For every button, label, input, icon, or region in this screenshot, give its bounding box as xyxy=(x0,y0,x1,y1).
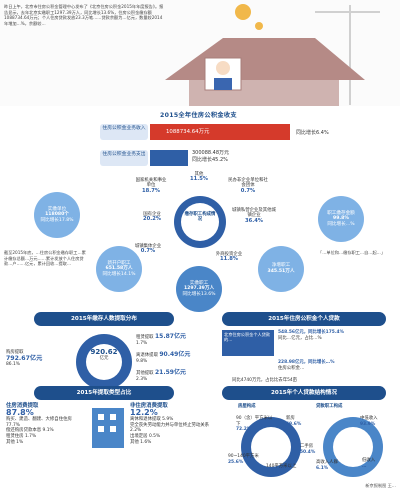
expense-bar xyxy=(150,150,188,166)
income-title: 2015全年住房公积金收支 xyxy=(160,112,237,119)
income-label: 住房公积金业务收入 xyxy=(100,124,148,140)
consume-block: 住房消费提取 87.8% 购买、建造、翻建、大修自住住房 77.7% 偿还购房贷… xyxy=(6,403,72,445)
composition-wheel xyxy=(174,196,226,248)
right-note: 「…单位和…缴存职工…自…起…」 xyxy=(318,250,386,255)
house-type-title: 房屋构成 xyxy=(238,404,256,409)
withdraw-left-stat: 购房提取 792.67亿元 86.1% xyxy=(6,350,43,368)
pill-withdraw-distribution: 2015年缴存人数提取分布 xyxy=(34,312,174,326)
person-face-icon xyxy=(216,61,230,75)
house-type-donut xyxy=(241,417,301,477)
composition-center-label: 缴存职工构成情况 xyxy=(184,212,216,223)
pill-personal-loans: 2015年住房公积金个人贷款 xyxy=(222,312,386,326)
withdraw-other-stat: 其他提取 21.59亿元 2.3% xyxy=(136,369,186,382)
expense-label: 住房公积金业务支出 xyxy=(100,150,148,166)
borrower-donut xyxy=(323,417,383,477)
loan-box-1: 北京住房公积金个人贷款的… xyxy=(222,330,274,356)
withdraw-rental-stat: 租赁提取 15.87亿元 1.7% xyxy=(136,333,186,346)
intro-text: 昨日上午，北京市住房公积金管理中心发布了《北京住房公积金2015年年度报告》。报… xyxy=(4,4,164,26)
withdraw-retire-stat: 离退休提取 90.49亿元 9.8% xyxy=(136,351,191,364)
borrower-title: 贷款职工构成 xyxy=(316,404,343,409)
house-illustration xyxy=(165,4,380,106)
pill-withdraw-type: 2015年提取类型占比 xyxy=(34,386,174,400)
nonconsume-block: 非住房消费提取 12.2% 离休和退休提取 5.9% 完全丧失劳动能力并与单位终… xyxy=(130,403,210,445)
borrower-low: 低收入… xyxy=(362,458,376,469)
loan-line-1: 548.56亿元，同比增长175.4% 同比…亿元，占比…% xyxy=(278,330,344,341)
income-growth: 同比增长6.4% xyxy=(296,130,329,136)
withdraw-donut xyxy=(76,334,132,390)
source-credit: 新京报制图 王… xyxy=(365,483,396,488)
pill-loan-structure: 2015年个人贷款结构情况 xyxy=(222,386,386,400)
loan-line-5: 同比4740万元，占比比去年54亩 xyxy=(232,378,298,383)
income-bar: 1088734.64万元 xyxy=(150,124,290,140)
roof-shape xyxy=(165,38,365,80)
income-value: 1088734.64万元 xyxy=(166,129,210,135)
withdraw-total: 920.62 亿元 xyxy=(90,348,118,362)
expense-text: 300088.48万元 同比增长45.2% xyxy=(192,150,229,164)
coin-icon xyxy=(235,4,251,20)
loan-line-3: 228.98亿元，同比增长…% 住房公积金… xyxy=(278,360,335,371)
person-shirt-icon xyxy=(214,78,232,90)
expense-growth: 同比增长45.2% xyxy=(192,157,228,163)
building-icon xyxy=(92,408,124,448)
coin-icon xyxy=(255,22,263,30)
summary-text: 截至2015年底，…住房公积金缴存职工…累计缴存总额…万元……累计发放个人住房贷… xyxy=(4,250,86,267)
expense-value: 300088.48万元 xyxy=(192,150,230,156)
top-banner: 昨日上午，北京市住房公积金管理中心发布了《北京住房公积金2015年年度报告》。报… xyxy=(0,0,400,106)
